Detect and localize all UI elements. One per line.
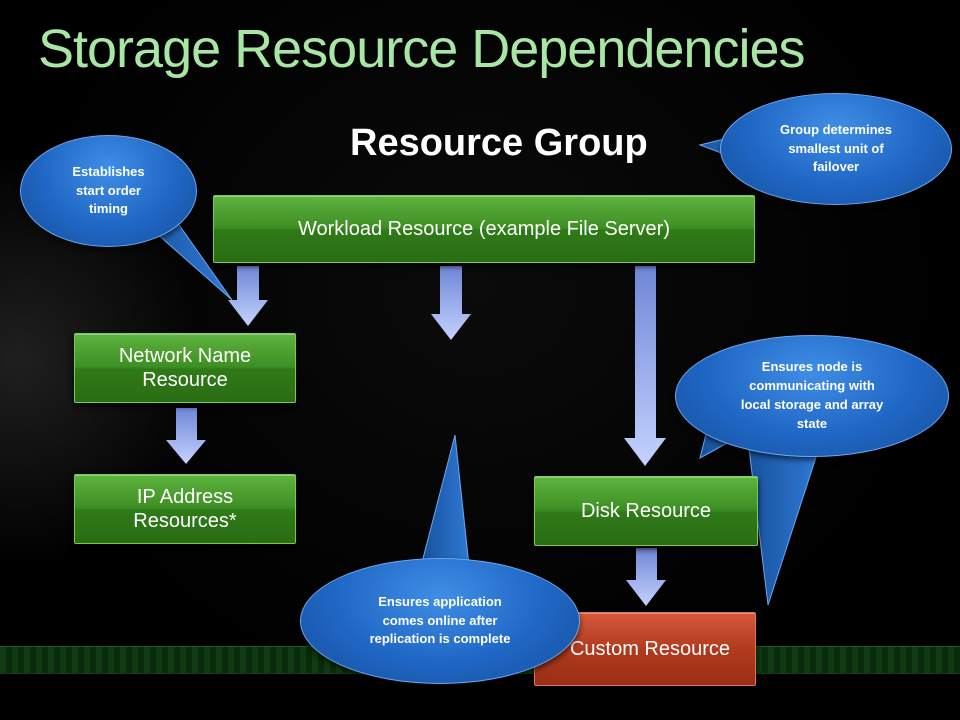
application-online-callout: Ensures application comes online after r…: [300, 558, 580, 684]
node-storage-callout-line: state: [796, 415, 828, 431]
start-order-callout-line: Establishes: [72, 163, 145, 179]
slide-title: Storage Resource Dependencies: [38, 19, 805, 79]
network-name-resource-box: Network Name Resource: [74, 333, 296, 403]
disk-resource-label: Disk Resource: [580, 500, 712, 522]
failover-callout-line: failover: [812, 159, 860, 175]
workload-resource-box: Workload Resource (example File Server): [213, 195, 755, 263]
node-storage-callout-line: communicating with: [749, 378, 875, 394]
node-storage-callout-line: local storage and array: [740, 397, 884, 412]
failover-callout-line: smallest unit of: [788, 140, 884, 156]
application-callout-tail: [419, 434, 471, 576]
custom-resource-label: Custom Resource: [569, 638, 731, 660]
network-name-resource-label: Network Name Resource: [118, 345, 252, 391]
arrow-workload-to-disk: [624, 266, 666, 466]
start-order-callout-line: start order: [75, 182, 141, 198]
failover-callout-line: Group determines: [780, 121, 892, 137]
ip-address-resource-label: IP Address Resources*: [133, 486, 237, 532]
arrow-network-to-ip: [166, 408, 206, 464]
arrow-workload-to-center: [431, 266, 471, 340]
workload-resource-label: Workload Resource (example File Server): [298, 218, 670, 240]
node-storage-callout-line: Ensures node is: [761, 359, 863, 375]
start-order-callout-line: timing: [88, 201, 128, 217]
start-order-callout: Establishes start order timing: [20, 135, 197, 247]
node-storage-callout: Ensures node is communicating with local…: [675, 335, 949, 457]
disk-resource-box: Disk Resource: [534, 476, 758, 546]
failover-callout: Group determines smallest unit of failov…: [720, 93, 952, 205]
arrow-workload-to-network: [228, 266, 268, 326]
ip-address-resource-box: IP Address Resources*: [74, 474, 296, 544]
application-online-callout-line: comes online after: [382, 612, 498, 628]
arrow-disk-to-custom: [626, 548, 666, 606]
resource-group-label: Resource Group: [350, 122, 648, 164]
application-online-callout-line: Ensures application: [378, 593, 502, 609]
application-online-callout-line: replication is complete: [369, 631, 511, 647]
